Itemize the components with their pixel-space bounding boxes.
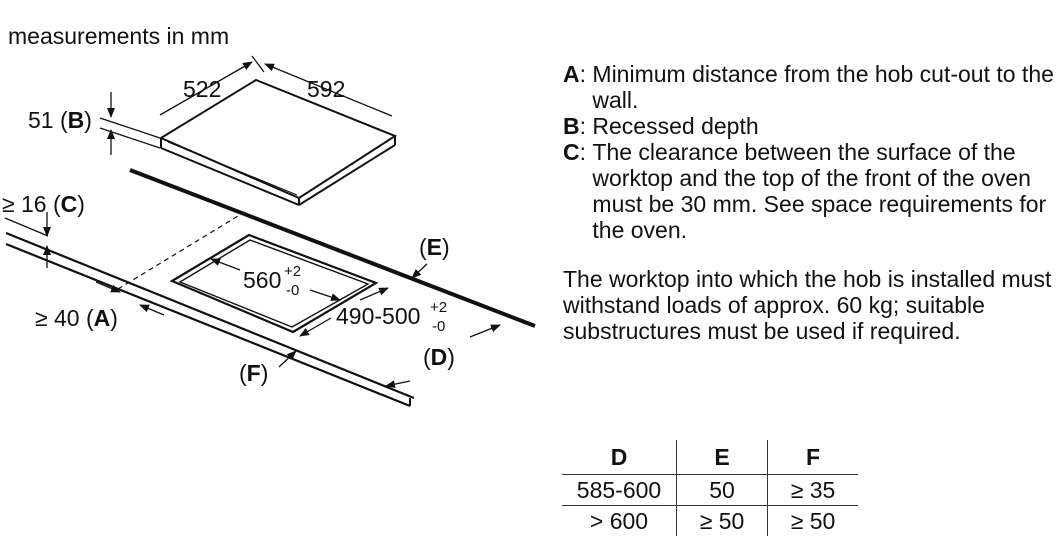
table-cell: > 600 — [562, 505, 677, 536]
legend: A: Minimum distance from the hob cut-out… — [563, 61, 1058, 243]
table-cell: ≥ 50 — [676, 505, 768, 536]
table-row: > 600 ≥ 50 ≥ 50 — [562, 505, 858, 536]
cutout-width-tol-minus: -0 — [286, 282, 299, 299]
table-header: F — [767, 440, 858, 475]
worktop-drawing — [5, 168, 536, 408]
legend-key: A — [563, 61, 580, 87]
cutout-width-tol-plus: +2 — [284, 263, 301, 280]
clearance-label: ≥ 16 (C) — [2, 191, 85, 217]
hob-width-label: 592 — [307, 76, 345, 102]
table-cell: 50 — [676, 474, 768, 506]
hob-dimension-lines — [107, 55, 393, 155]
recess-label: 51 (B) — [28, 107, 92, 133]
table-row: 585-600 50 ≥ 35 — [562, 474, 858, 506]
table-header: D — [562, 440, 677, 475]
cutout-dimension-lines — [4, 212, 501, 389]
table-cell: ≥ 50 — [790, 507, 836, 534]
legend-item-c: C: The clearance between the surface of … — [563, 139, 1058, 243]
units-note: measurements in mm — [8, 23, 229, 49]
table-cell: ≥ 35 — [767, 474, 858, 506]
hob-drawing — [99, 78, 398, 206]
cutout-width-label: 560 — [243, 267, 281, 293]
load-note: The worktop into which the hob is instal… — [563, 266, 1052, 344]
legend-text: The clearance between the surface of the… — [592, 139, 1047, 243]
cutout-depth-label: 490-500 — [336, 303, 420, 329]
label-e: (E) — [419, 234, 450, 260]
label-f: (F) — [239, 360, 268, 386]
legend-text: Minimum distance from the hob cut-out to… — [592, 61, 1054, 113]
legend-item-b: B: Recessed depth — [563, 113, 1058, 139]
label-d: (D) — [423, 344, 455, 370]
legend-key: C — [563, 139, 580, 165]
table-header-row: D E F — [562, 440, 858, 475]
cutout-depth-tol-minus: -0 — [432, 318, 445, 335]
wall-distance-label: ≥ 40 (A) — [35, 305, 118, 331]
legend-text: Recessed depth — [592, 113, 759, 139]
table-header: E — [676, 440, 768, 475]
legend-item-a: A: Minimum distance from the hob cut-out… — [563, 61, 1058, 113]
legend-key: B — [563, 113, 580, 139]
cutout-depth-tol-plus: +2 — [430, 299, 447, 316]
table-cell: 585-600 — [562, 474, 677, 506]
clearance-table: D E F 585-600 50 ≥ 35 > 600 ≥ 50 ≥ 50 — [562, 440, 858, 536]
hob-depth-label: 522 — [183, 76, 221, 102]
